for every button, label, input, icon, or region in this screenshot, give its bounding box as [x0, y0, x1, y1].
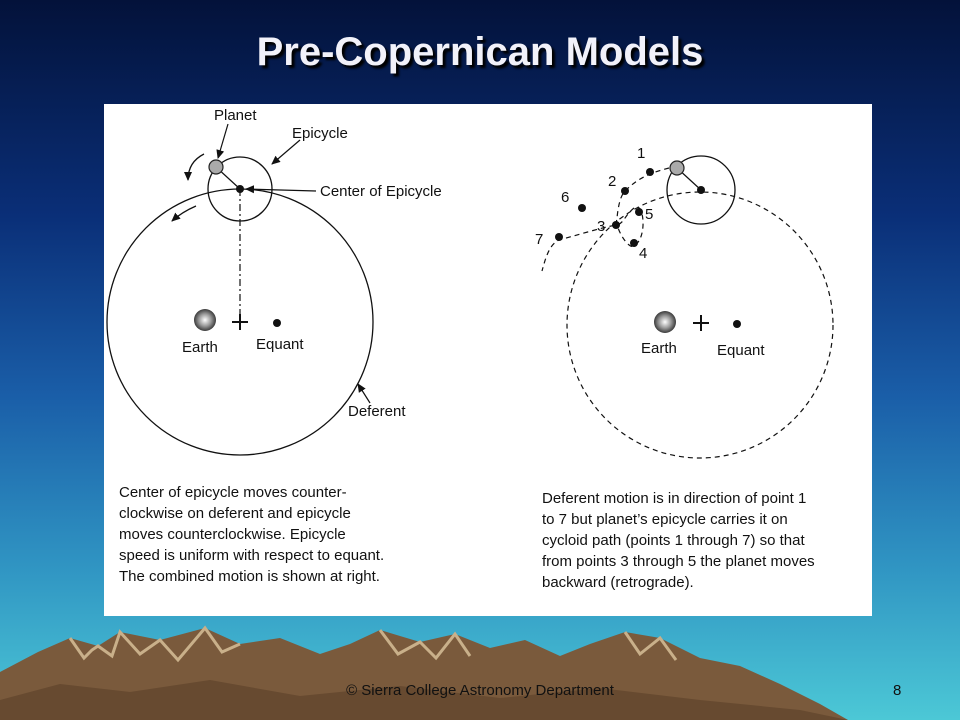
left-caption-line: moves counterclockwise. Epicycle	[119, 526, 346, 543]
equant-label-right: Equant	[717, 342, 765, 359]
deferent-dashed-circle	[566, 191, 834, 459]
right-diagram: 1 2 3 4 5 6 7 Earth Equant Deferent moti…	[535, 145, 834, 591]
right-caption-line: backward (retrograde).	[542, 574, 694, 591]
mountain-range-decoration	[0, 625, 848, 720]
page-number: 8	[893, 682, 902, 699]
epicycle-center-dot-right	[697, 186, 705, 194]
left-caption-line: Center of epicycle moves counter-	[119, 484, 347, 501]
center-plus-icon	[232, 314, 248, 330]
cycloid-point-1	[646, 168, 654, 176]
planet-label: Planet	[214, 107, 257, 124]
earth-label-right: Earth	[641, 340, 677, 357]
earth-label: Earth	[182, 339, 218, 356]
center-plus-icon-right	[693, 315, 709, 331]
planet-dot-right	[669, 160, 685, 176]
slide-title: Pre-Copernican Models	[256, 30, 704, 74]
left-diagram: Planet Epicycle Center of Epicycle Earth…	[106, 107, 442, 585]
left-caption-line: The combined motion is shown at right.	[119, 568, 380, 585]
deferent-motion-arrow-icon	[171, 205, 197, 222]
right-caption-line: from points 3 through 5 the planet moves	[542, 553, 815, 570]
left-caption-line: speed is uniform with respect to equant.	[119, 547, 384, 564]
center-of-epicycle-pointer	[245, 185, 317, 194]
point-label: 5	[645, 206, 653, 223]
earth-icon-right	[654, 311, 676, 333]
point-label: 6	[561, 189, 569, 206]
right-caption-line: cycloid path (points 1 through 7) so tha…	[542, 532, 805, 549]
left-caption: Center of epicycle moves counter- clockw…	[119, 484, 384, 585]
cycloid-point-6	[578, 204, 586, 212]
epicycle-pointer	[271, 139, 301, 165]
planet-dot	[208, 159, 224, 175]
center-of-epicycle-label: Center of Epicycle	[320, 183, 442, 200]
planet-motion-arrow-icon	[184, 153, 205, 181]
diagram-panel: Planet Epicycle Center of Epicycle Earth…	[104, 104, 872, 616]
mountain-shadow-shape	[0, 680, 848, 720]
point-label: 1	[637, 145, 645, 162]
right-caption-line: Deferent motion is in direction of point…	[542, 490, 806, 507]
cycloid-point-7	[555, 233, 563, 241]
cycloid-point-5	[635, 208, 643, 216]
deferent-label: Deferent	[348, 403, 406, 420]
epicycle-circle-right	[666, 155, 736, 225]
earth-icon	[194, 309, 216, 331]
point-label: 3	[597, 218, 605, 235]
equant-dot-right	[733, 320, 741, 328]
footer-copyright: © Sierra College Astronomy Department	[346, 682, 614, 699]
cycloid-point-2	[621, 187, 629, 195]
epicycle-label: Epicycle	[292, 125, 348, 142]
point-label: 4	[639, 245, 647, 262]
equant-dot	[273, 319, 281, 327]
right-caption-line: to 7 but planet’s epicycle carries it on	[542, 511, 788, 528]
deferent-pointer	[357, 383, 371, 404]
point-label: 2	[608, 173, 616, 190]
mountain-snow-shape	[68, 625, 678, 663]
cycloid-point-4	[630, 239, 638, 247]
equant-label: Equant	[256, 336, 304, 353]
epicycle-center-dot	[236, 185, 244, 193]
point-label: 7	[535, 231, 543, 248]
planet-pointer	[216, 123, 229, 159]
cycloid-point-3	[612, 221, 620, 229]
diagram-canvas: Planet Epicycle Center of Epicycle Earth…	[106, 107, 834, 591]
right-caption: Deferent motion is in direction of point…	[542, 490, 815, 591]
left-caption-line: clockwise on deferent and epicycle	[119, 505, 351, 522]
